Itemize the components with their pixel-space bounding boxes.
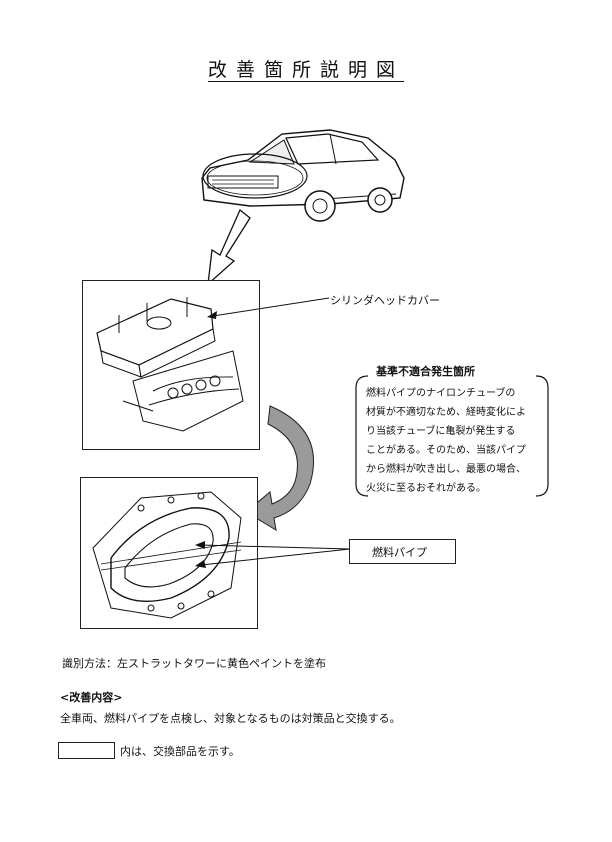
legend-text: 内は、交換部品を示す。 [120,745,240,758]
defect-heading: 基準不適合発生箇所 [376,365,475,378]
defect-line: 火災に至るおそれがある。 [366,483,486,494]
fuel-pipe-figure [80,477,258,629]
engine-drawing [96,297,244,432]
defect-line: 燃料パイプのナイロンチューブの [366,388,516,399]
fuel-pipe-leaders [195,541,351,568]
page-title: 改善箇所説明図 [207,59,404,81]
defect-line: り当該チューブに亀裂が発生する [366,426,516,437]
cylinder-head-cover-label: シリンダヘッドカバー [330,294,440,307]
engine-figure [82,280,260,450]
improvement-text: 全車両、燃料パイプを点検し、対象となるものは対策品と交換する。 [60,712,401,725]
cylinder-cover-leader [207,297,330,319]
defect-line: 材質が不適切なため、経時変化によ [366,407,526,418]
defect-callout-bubble [355,375,549,497]
car-to-engine-arrow [207,208,251,286]
curved-arrow [245,405,314,531]
defect-line: から燃料が吹き出し、最悪の場合、 [366,464,526,475]
defect-description: 燃料パイプのナイロンチューブの 材質が不適切なため、経時変化によ り当該チューブ… [366,384,548,498]
car-illustration [201,129,405,222]
identification-method: 識別方法：左ストラットタワーに黄色ペイントを塗布 [62,657,326,670]
improvement-heading: <改善内容> [60,691,123,704]
fuel-pipe-label: 燃料パイプ [349,539,456,564]
legend-box [58,742,115,759]
defect-line: ことがある。そのため、当該パイプ [366,445,526,456]
